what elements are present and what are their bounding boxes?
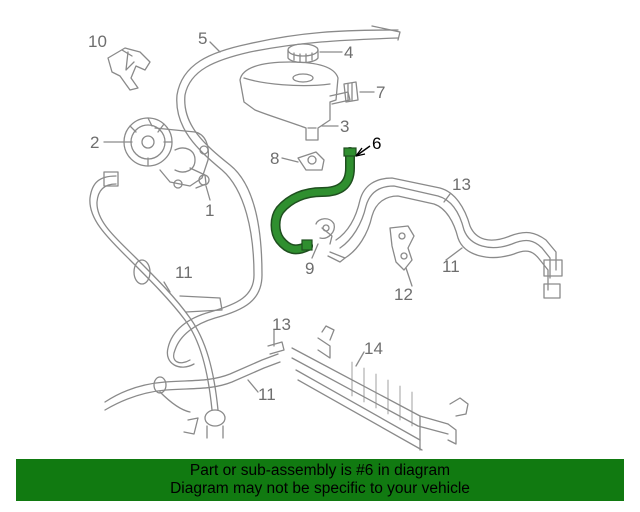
banner-part-note: Part or sub-assembly is #6 in diagram — [189, 462, 451, 479]
leader-lines — [103, 41, 463, 393]
callout-3: 3 — [340, 117, 349, 136]
pressure-line-13 — [327, 177, 563, 299]
callout-13-lower: 13 — [272, 315, 291, 334]
parts-diagram: 10 5 4 7 3 6 2 8 1 13 9 11 11 12 13 14 1… — [88, 25, 563, 451]
fitting-1 — [198, 174, 210, 186]
bracket-12 — [389, 225, 415, 271]
banner-disclaimer: Diagram may not be specific to your vehi… — [170, 480, 470, 497]
callout-1: 1 — [205, 201, 214, 220]
callout-12: 12 — [394, 285, 413, 304]
cooler-14 — [291, 325, 469, 451]
callout-10: 10 — [88, 32, 107, 51]
hose-6-highlighted — [270, 147, 357, 255]
callout-7: 7 — [376, 83, 385, 102]
pressure-line-11-left — [89, 171, 226, 439]
callout-9: 9 — [305, 259, 314, 278]
callout-14: 14 — [364, 339, 383, 358]
callout-6: 6 — [372, 134, 381, 153]
clip-8 — [297, 151, 325, 171]
callout-11-lower: 11 — [258, 385, 276, 404]
callout-4: 4 — [344, 43, 353, 62]
cap-4 — [287, 43, 319, 64]
leader-line-6 — [355, 145, 371, 157]
callout-13-upper: 13 — [452, 175, 471, 194]
arrow-6-icon — [355, 147, 366, 157]
callout-11-right: 11 — [442, 257, 460, 276]
callout-11-upper: 11 — [175, 263, 193, 282]
callout-5: 5 — [198, 29, 207, 48]
hose-5 — [166, 25, 401, 368]
reservoir-3 — [239, 61, 351, 141]
callout-8: 8 — [270, 149, 279, 168]
clamp-9 — [315, 218, 335, 245]
bracket-10 — [107, 47, 151, 91]
return-line-13-lower — [104, 341, 285, 413]
cap-7 — [343, 81, 359, 103]
pump-2 — [123, 117, 210, 189]
info-banner: Part or sub-assembly is #6 in diagram Di… — [16, 459, 624, 501]
callout-2: 2 — [90, 133, 99, 152]
